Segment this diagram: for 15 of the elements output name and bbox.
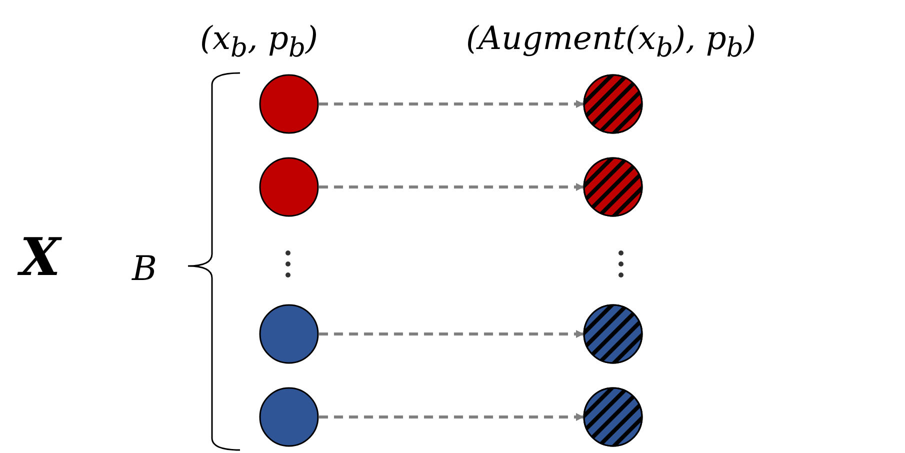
hatched-circle bbox=[583, 74, 643, 134]
filled-circle bbox=[259, 304, 319, 364]
filled-circle bbox=[259, 157, 319, 217]
dashed-arrow bbox=[319, 413, 584, 421]
filled-circle bbox=[259, 74, 319, 134]
hatched-circle bbox=[583, 157, 643, 217]
dashed-arrow bbox=[319, 100, 584, 108]
math-label: (x$_{b}$, p$_{b}$) bbox=[200, 22, 318, 62]
batch-size-symbol: B bbox=[132, 252, 157, 286]
filled-circle bbox=[259, 387, 319, 447]
hatched-circle bbox=[583, 387, 643, 447]
dashed-arrow bbox=[319, 183, 584, 191]
math-label: (Augment(x$_{b}$), p$_{b}$) bbox=[466, 22, 756, 62]
hatched-circle bbox=[583, 304, 643, 364]
dashed-arrow bbox=[319, 330, 584, 338]
